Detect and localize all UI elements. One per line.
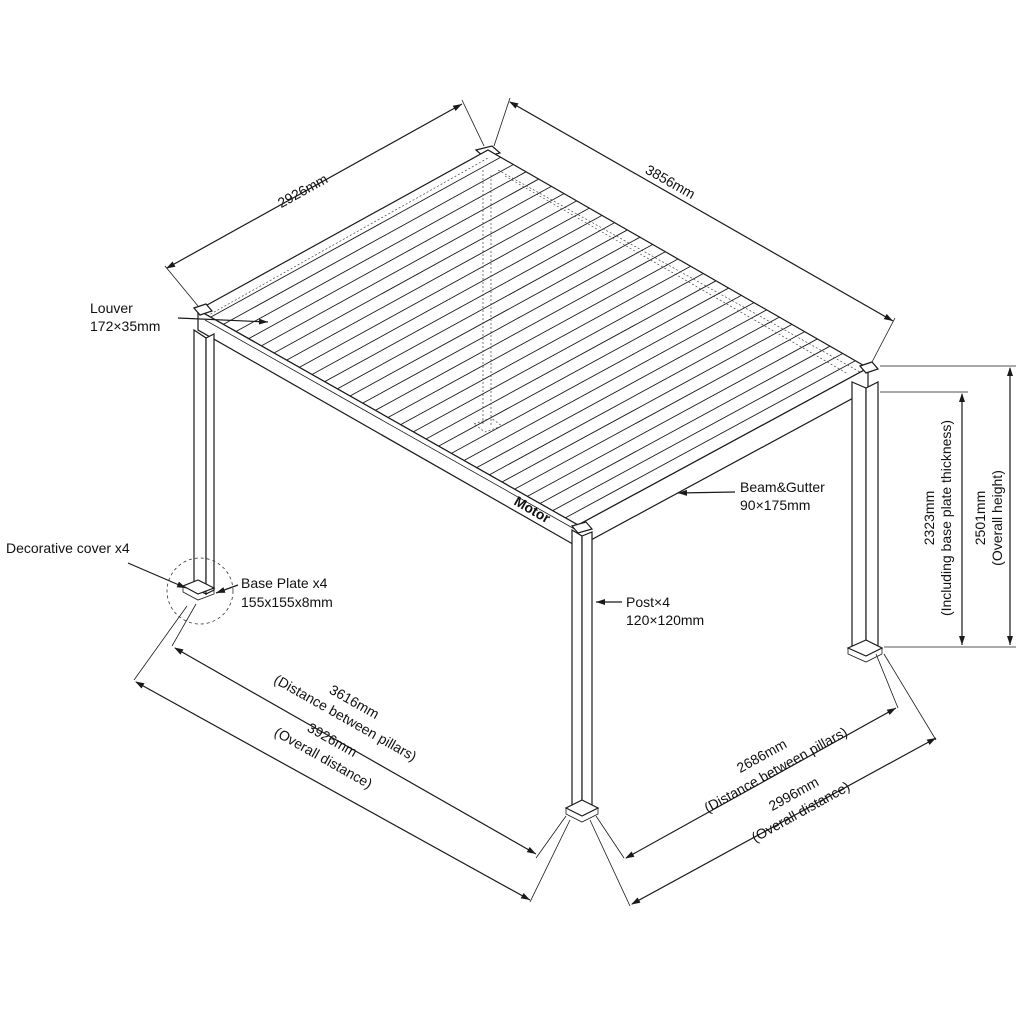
- beam-gutter: [197, 308, 869, 549]
- post-left: [181, 328, 216, 601]
- height-outer-note: (Overall height): [989, 470, 1005, 566]
- louver-slat: [514, 331, 805, 490]
- louver-slat: [463, 302, 755, 461]
- louver-slat: [552, 353, 843, 512]
- post-label: Post×4: [626, 594, 670, 610]
- height-outer-value: 2501mm: [972, 491, 988, 545]
- decorative-cover-label: Decorative cover x4: [6, 540, 130, 556]
- post-size: 120×120mm: [626, 612, 704, 628]
- louver-slat: [565, 360, 856, 519]
- dim-height: 2323mm (Including base plate thickness) …: [880, 365, 1016, 648]
- louver-slat: [527, 338, 818, 497]
- louver-slat: [489, 316, 780, 476]
- corner-cap-front: [570, 521, 594, 534]
- callout-post: Post×4 120×120mm: [596, 594, 704, 628]
- callout-beam: Beam&Gutter 90×175mm: [677, 479, 825, 513]
- dim-top-right-label: 3856mm: [643, 161, 698, 202]
- louver-label: Louver: [90, 300, 133, 316]
- louver-slat: [451, 294, 742, 454]
- dim-bottom-right: 2686mm (Distance between pillars) 2996mm…: [589, 653, 937, 907]
- beam-size: 90×175mm: [740, 497, 810, 513]
- decorative-cover-highlight: [166, 557, 234, 625]
- base-plate-label: Base Plate x4: [241, 575, 328, 591]
- callout-decorative-cover: Decorative cover x4: [6, 540, 187, 589]
- height-inner-note: (Including base plate thickness): [938, 420, 954, 616]
- callout-base-plate: Base Plate x4 155x155x8mm: [215, 575, 333, 610]
- louver-slat: [501, 324, 793, 483]
- louver-size: 172×35mm: [90, 318, 160, 334]
- height-inner-value: 2323mm: [921, 491, 937, 545]
- louver-slat: [476, 309, 767, 469]
- corner-cap-left: [192, 303, 214, 316]
- callout-louver: Louver 172×35mm: [90, 300, 269, 334]
- louver-slat: [539, 345, 831, 504]
- beam-label: Beam&Gutter: [740, 479, 825, 495]
- corner-cap-right: [858, 361, 880, 374]
- post-front: [564, 528, 600, 823]
- dim-top-left-label: 2926mm: [275, 170, 330, 210]
- base-plate-size: 155x155x8mm: [241, 594, 333, 610]
- roof: [196, 149, 870, 526]
- dim-bottom-left: 3616mm (Distance between pillars) 3926mm…: [133, 603, 571, 903]
- post-right: [846, 381, 884, 663]
